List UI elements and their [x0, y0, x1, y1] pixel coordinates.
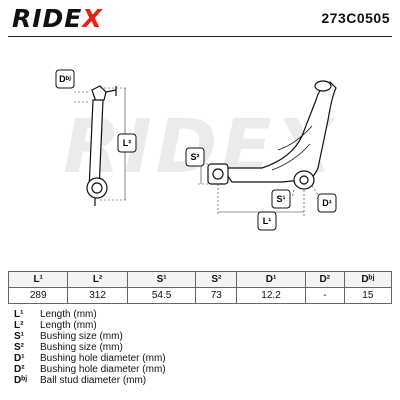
legend-item: Dᵇʲ Ball stud diameter (mm): [14, 375, 166, 386]
legend-key: L¹: [14, 309, 24, 320]
legend-desc: Length (mm): [40, 309, 97, 320]
spec-table: L¹ L² S¹ S² D¹ D² Dᵇʲ 289 312 54.5 73 12…: [7, 271, 393, 304]
legend-key: D¹: [14, 353, 25, 364]
legend-key: D²: [14, 364, 25, 375]
legend-item: L¹ Length (mm): [14, 309, 166, 320]
spec-table-value-row: 289 312 54.5 73 12.2 - 15: [7, 287, 393, 304]
legend-key: L²: [14, 320, 24, 331]
badge-l1: L¹: [257, 211, 277, 231]
dimension-legend: L¹ Length (mm) L² Length (mm) S¹ Bushing si…: [14, 309, 166, 386]
badge-l1-label: L¹: [263, 216, 272, 226]
badge-dbj-label: Dᵇʲ: [59, 74, 71, 84]
spec-header-cell: S¹: [126, 271, 197, 288]
spec-header-cell: D¹: [236, 271, 306, 288]
badge-s2-label: S²: [191, 152, 200, 162]
spec-value-cell: 73: [195, 287, 238, 304]
badge-l2-label: L²: [123, 138, 132, 148]
badge-d1: D¹: [317, 193, 337, 213]
badge-s1-label: S¹: [277, 194, 286, 204]
spec-value-cell: 12.2: [236, 287, 306, 304]
spec-header-cell: D²: [304, 271, 345, 288]
legend-desc: Bushing size (mm): [40, 331, 123, 342]
part-number: 273C0505: [321, 10, 390, 26]
spec-header-cell: L¹: [7, 271, 69, 288]
straight-arm-drawing: [86, 85, 117, 206]
spec-header-cell: Dᵇʲ: [343, 271, 393, 288]
legend-desc: Bushing size (mm): [40, 342, 123, 353]
header-divider: [8, 36, 392, 37]
logo-suffix: X: [82, 4, 103, 33]
badge-dbj: Dᵇʲ: [55, 69, 75, 89]
spec-value-cell: 15: [343, 287, 393, 304]
legend-key: S¹: [14, 331, 24, 342]
spec-value-cell: -: [304, 287, 345, 304]
legend-item: S¹ Bushing size (mm): [14, 331, 166, 342]
technical-drawing: RIDEX: [55, 69, 337, 231]
spec-value-cell: 289: [7, 287, 69, 304]
legend-desc: Ball stud diameter (mm): [40, 375, 147, 386]
badge-s1: S¹: [271, 189, 291, 209]
spec-value-cell: 54.5: [126, 287, 197, 304]
logo-prefix: RIDE: [12, 4, 83, 33]
legend-item: S² Bushing size (mm): [14, 342, 166, 353]
s1-d1-leaders: [291, 185, 323, 201]
badge-d1-label: D¹: [322, 198, 332, 208]
legend-desc: Bushing hole diameter (mm): [40, 364, 166, 375]
spec-table-header-row: L¹ L² S¹ S² D¹ D² Dᵇʲ: [7, 271, 393, 288]
spec-header-cell: S²: [195, 271, 238, 288]
legend-item: D¹ Bushing hole diameter (mm): [14, 353, 166, 364]
legend-item: D² Bushing hole diameter (mm): [14, 364, 166, 375]
legend-key: S²: [14, 342, 24, 353]
badge-s2: S²: [185, 147, 205, 167]
header: RIDEX 273C0505: [0, 0, 400, 36]
legend-key: Dᵇʲ: [14, 375, 28, 386]
badge-l2: L²: [117, 133, 137, 153]
spec-value-cell: 312: [67, 287, 128, 304]
ridex-logo: RIDEX: [12, 4, 103, 33]
legend-desc: Bushing hole diameter (mm): [40, 353, 166, 364]
dbj-dimension: [74, 91, 90, 103]
legend-desc: Length (mm): [40, 320, 97, 331]
legend-item: L² Length (mm): [14, 320, 166, 331]
spec-header-cell: L²: [67, 271, 128, 288]
control-arm-drawing: [207, 80, 337, 190]
